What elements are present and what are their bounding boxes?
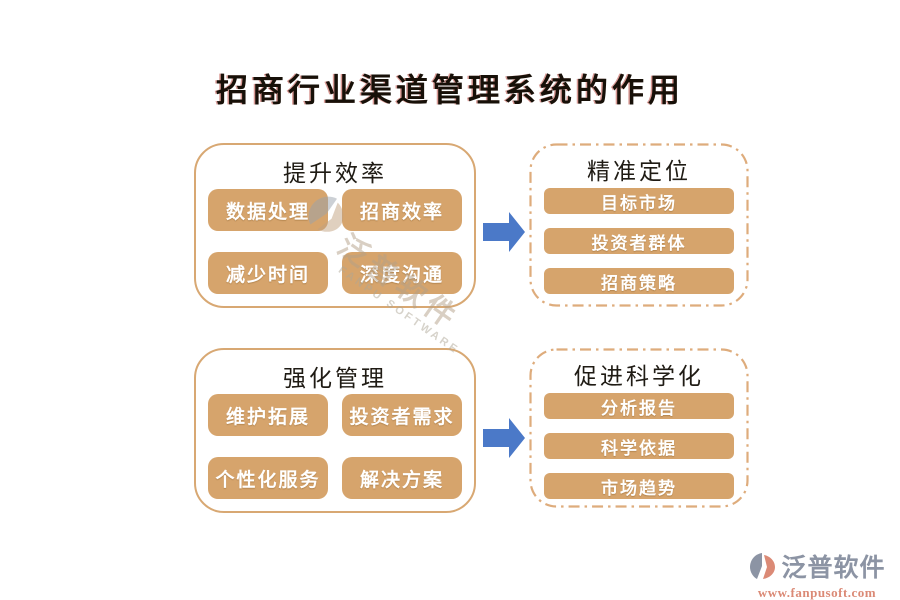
watermark: 泛普软件 FANPU SOFTWARE <box>285 186 491 357</box>
group-header: 强化管理 <box>283 366 387 391</box>
pill-item: 数据处理 <box>208 189 328 231</box>
group-efficiency: 提升效率 数据处理 招商效率 减少时间 深度沟通 <box>194 143 476 308</box>
footer-url: www.fanpusoft.com <box>757 585 877 600</box>
pill-item: 深度沟通 <box>342 252 462 294</box>
bar-item: 分析报告 <box>544 393 734 419</box>
pill-grid: 维护拓展 投资者需求 个性化服务 解决方案 <box>196 387 474 499</box>
group-header: 精准定位 <box>587 159 691 184</box>
pill-grid: 数据处理 招商效率 减少时间 深度沟通 <box>196 182 474 294</box>
pill-item: 解决方案 <box>342 457 462 499</box>
pill-item: 招商效率 <box>342 189 462 231</box>
pill-item: 维护拓展 <box>208 394 328 436</box>
bar-item: 科学依据 <box>544 433 734 459</box>
fanpu-logo-icon <box>308 196 344 232</box>
bar-item: 招商策略 <box>544 268 734 294</box>
footer-brand: 泛普软件 <box>781 554 886 582</box>
arrow-right-icon <box>483 418 525 458</box>
group-header: 促进科学化 <box>574 364 704 389</box>
footer-brand-block: 泛普软件 www.fanpusoft.com <box>742 548 892 600</box>
pill-item: 投资者需求 <box>342 394 462 436</box>
pill-item: 个性化服务 <box>208 457 328 499</box>
bar-item: 目标市场 <box>544 188 734 214</box>
fanpu-logo-icon <box>750 553 776 579</box>
group-header: 提升效率 <box>283 161 387 186</box>
group-scientific: 促进科学化 分析报告 科学依据 市场趋势 <box>529 348 749 508</box>
group-management: 强化管理 维护拓展 投资者需求 个性化服务 解决方案 <box>194 348 476 513</box>
group-positioning: 精准定位 目标市场 投资者群体 招商策略 <box>529 143 749 307</box>
arrow-right-icon <box>483 212 525 252</box>
bar-item: 投资者群体 <box>544 228 734 254</box>
pill-item: 减少时间 <box>208 252 328 294</box>
page-title: 招商行业渠道管理系统的作用 <box>215 72 684 108</box>
bar-item: 市场趋势 <box>544 473 734 499</box>
